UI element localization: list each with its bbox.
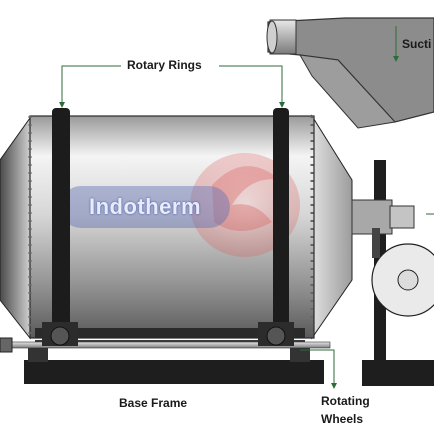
blower-unit (351, 160, 434, 386)
rotary-ring-right (273, 108, 289, 336)
label-suction: Sucti (402, 37, 432, 51)
rotating-wheel-right (258, 322, 294, 346)
rotary-ring-left (52, 108, 70, 336)
drum-right-cone (311, 114, 353, 340)
suction-duct (266, 17, 434, 129)
brand-watermark-text: Indotherm (88, 194, 202, 219)
label-rotating: Rotating (321, 394, 370, 408)
brand-watermark (60, 153, 300, 257)
leader-lines (61, 26, 434, 386)
label-wheels: Wheels (321, 412, 364, 426)
base-frame (0, 328, 331, 384)
label-base-frame: Base Frame (119, 396, 188, 410)
leader-arrowheads (59, 56, 399, 389)
drum-left-cone (0, 116, 31, 340)
label-rotary-rings: Rotary Rings (127, 58, 202, 72)
rotating-wheel-left (42, 322, 78, 346)
